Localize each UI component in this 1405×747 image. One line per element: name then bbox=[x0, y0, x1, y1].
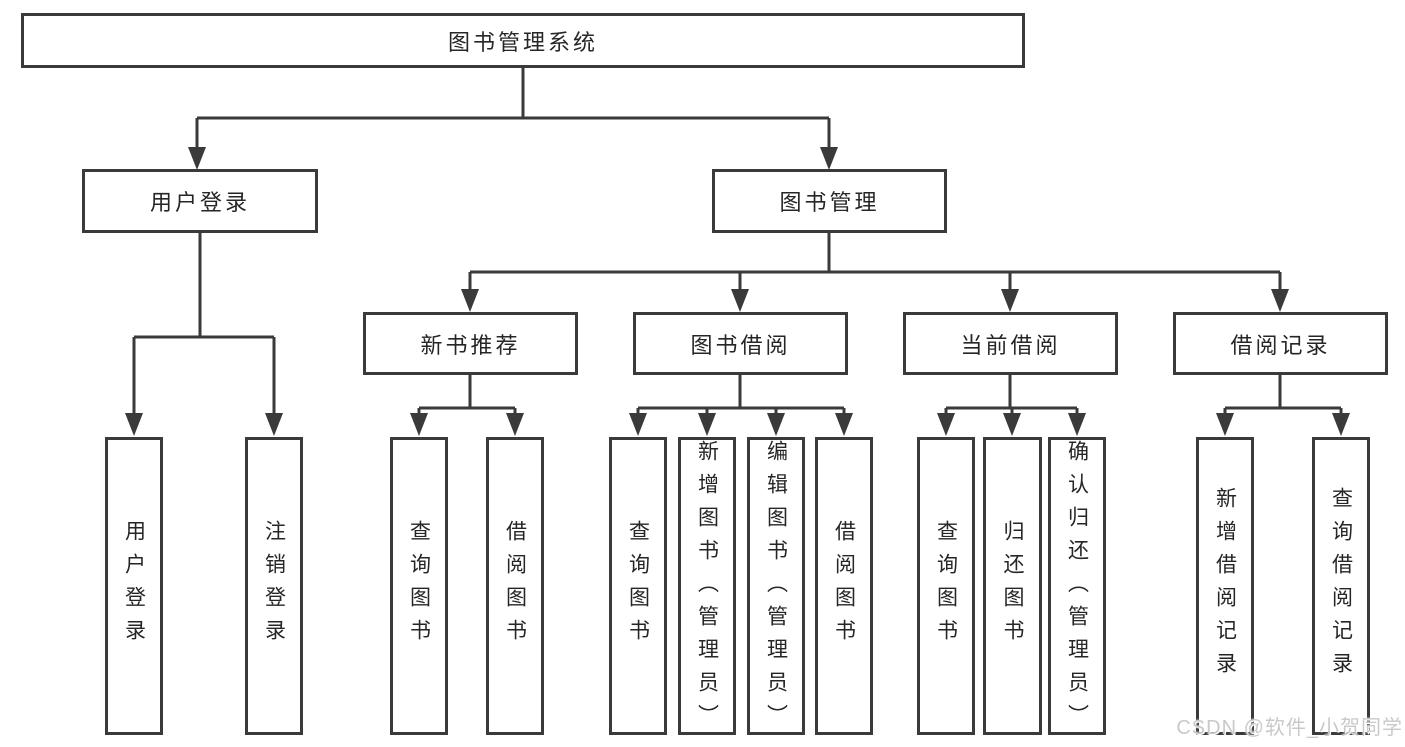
leaf-label: 编辑图书（管理员） bbox=[764, 440, 788, 737]
leaf-label: 借阅图书 bbox=[503, 520, 527, 652]
arrowhead bbox=[629, 413, 647, 436]
connector-root-to-level2 bbox=[195, 68, 831, 149]
leaf-current-return-books: 归还图书 bbox=[983, 437, 1042, 735]
connector-login-to-leaves bbox=[132, 233, 276, 415]
node-borrow-records: 借阅记录 bbox=[1173, 312, 1388, 375]
leaf-recommend-borrow-books: 借阅图书 bbox=[486, 437, 544, 735]
leaf-label: 确认归还（管理员） bbox=[1065, 440, 1089, 737]
arrowhead bbox=[767, 413, 785, 436]
leaf-label: 查询图书 bbox=[626, 520, 650, 652]
leaf-label: 查询图书 bbox=[934, 520, 958, 652]
arrowhead bbox=[698, 413, 716, 436]
leaf-label: 查询借阅记录 bbox=[1329, 487, 1353, 685]
node-new-book-recommend: 新书推荐 bbox=[363, 312, 578, 375]
arrowhead bbox=[188, 147, 206, 170]
node-label: 借阅记录 bbox=[1230, 332, 1331, 358]
leaf-label: 用户登录 bbox=[122, 520, 146, 652]
node-label: 当前借阅 bbox=[960, 332, 1061, 358]
leaf-logout: 注销登录 bbox=[245, 437, 303, 735]
node-label: 新书推荐 bbox=[420, 332, 521, 358]
leaf-label: 借阅图书 bbox=[832, 520, 856, 652]
leaf-user-login: 用户登录 bbox=[105, 437, 163, 735]
node-label: 图书管理系统 bbox=[447, 29, 598, 55]
node-book-borrow: 图书借阅 bbox=[633, 312, 848, 375]
leaf-records-query-record: 查询借阅记录 bbox=[1312, 437, 1370, 735]
arrowhead bbox=[820, 147, 838, 170]
leaf-current-query-books: 查询图书 bbox=[917, 437, 975, 735]
leaf-label: 新增借阅记录 bbox=[1213, 487, 1237, 685]
arrowhead bbox=[1068, 413, 1086, 436]
leaf-borrow-edit-books-admin: 编辑图书（管理员） bbox=[747, 437, 805, 737]
connector-current-fork bbox=[944, 375, 1079, 415]
node-root: 图书管理系统 bbox=[21, 13, 1025, 68]
leaf-records-add-record: 新增借阅记录 bbox=[1196, 437, 1254, 735]
arrowhead bbox=[1003, 413, 1021, 436]
node-user-login: 用户登录 bbox=[82, 169, 318, 233]
arrowhead bbox=[937, 413, 955, 436]
connector-mgmt-to-level3 bbox=[468, 233, 1282, 291]
arrowhead bbox=[1001, 289, 1019, 312]
leaf-label: 注销登录 bbox=[262, 520, 286, 652]
node-book-management: 图书管理 bbox=[712, 169, 947, 233]
leaf-label: 新增图书（管理员） bbox=[695, 440, 719, 737]
watermark: CSDN @软件_小贺同学 bbox=[1176, 717, 1403, 739]
arrowhead bbox=[1271, 289, 1289, 312]
leaf-borrow-query-books: 查询图书 bbox=[609, 437, 667, 735]
arrowhead bbox=[731, 289, 749, 312]
arrowhead bbox=[265, 413, 283, 436]
node-current-borrow: 当前借阅 bbox=[903, 312, 1118, 375]
arrowhead bbox=[410, 413, 428, 436]
leaf-borrow-add-books-admin: 新增图书（管理员） bbox=[678, 437, 736, 737]
leaf-current-confirm-return-admin: 确认归还（管理员） bbox=[1048, 437, 1106, 737]
arrowhead bbox=[461, 289, 479, 312]
leaf-borrow-borrow-books: 借阅图书 bbox=[815, 437, 873, 735]
arrowhead bbox=[506, 413, 524, 436]
arrowhead bbox=[1216, 413, 1234, 436]
node-label: 图书借阅 bbox=[690, 332, 791, 358]
node-label: 图书管理 bbox=[779, 190, 880, 215]
connector-records-fork bbox=[1223, 375, 1343, 415]
leaf-label: 归还图书 bbox=[1001, 520, 1025, 652]
leaf-recommend-query-books: 查询图书 bbox=[390, 437, 448, 735]
leaf-label: 查询图书 bbox=[407, 520, 431, 652]
connector-recommend-fork bbox=[417, 375, 517, 415]
arrowhead bbox=[125, 413, 143, 436]
node-label: 用户登录 bbox=[149, 190, 250, 215]
connector-borrow-fork bbox=[636, 375, 846, 415]
arrowhead bbox=[835, 413, 853, 436]
arrowhead bbox=[1332, 413, 1350, 436]
